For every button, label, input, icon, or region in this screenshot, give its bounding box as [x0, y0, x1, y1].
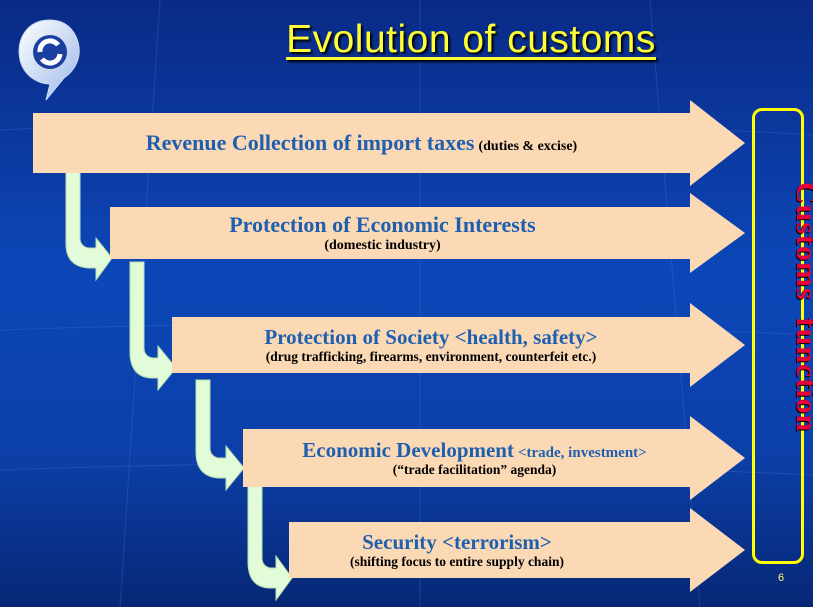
arrow-shape: [243, 416, 745, 500]
stage-inline-detail: (duties & excise): [478, 139, 578, 155]
stage-title: Protection of Economic Interests: [229, 212, 536, 238]
stage-inline-detail: <trade, investment>: [517, 445, 647, 462]
stage-arrow-2: Protection of Economic Interests (domest…: [110, 193, 745, 273]
stage-arrow-5: Security <terrorism> (shifting focus to …: [289, 508, 745, 592]
stage-detail: (domestic industry): [324, 237, 441, 253]
stage-detail: (“trade facilitation” agenda): [392, 462, 557, 478]
stage-detail: (drug trafficking, firearms, environment…: [265, 349, 597, 365]
page-number: 6: [778, 572, 785, 584]
stage-arrow-3: Protection of Society <health, safety> (…: [172, 303, 745, 387]
stage-arrow-1: Revenue Collection of import taxes (duti…: [33, 100, 745, 186]
connector-arrow-4: [247, 479, 293, 602]
connector-arrow-2: [129, 261, 177, 392]
stage-title: Revenue Collection of import taxes: [145, 130, 475, 156]
arrow-shape: [33, 100, 745, 186]
customs-function-box: [752, 108, 804, 564]
customs-logo-icon: [14, 16, 84, 102]
stage-arrow-4: Economic Development <trade, investment>…: [243, 416, 745, 500]
arrow-shape: [289, 508, 745, 592]
customs-function-label: Customs function: [790, 182, 813, 433]
slide-title: Evolution of customs: [286, 18, 656, 61]
arrow-shape: [110, 193, 745, 273]
stage-title: Security <terrorism>: [362, 530, 552, 555]
stage-detail: (shifting focus to entire supply chain): [350, 554, 564, 570]
stage-title: Protection of Society <health, safety>: [264, 325, 598, 350]
stage-title: Economic Development: [302, 438, 514, 463]
arrow-shape: [172, 303, 745, 387]
connector-arrow-3: [195, 379, 245, 492]
connector-arrow-1: [65, 167, 113, 282]
